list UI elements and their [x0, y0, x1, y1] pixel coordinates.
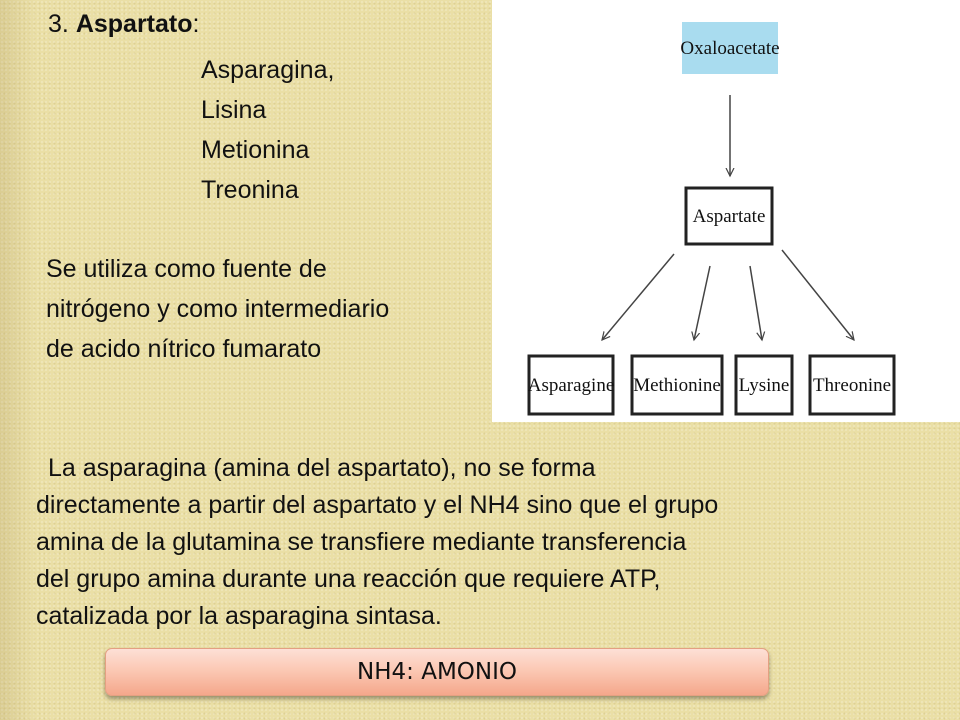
arrow-to-lysine	[749, 265, 762, 340]
methionine-label: Methionine	[633, 375, 721, 396]
oxaloacetate-node	[682, 22, 778, 74]
nh4-callout-label: NH4: AMONIO	[357, 659, 517, 685]
lysine-node	[734, 354, 794, 416]
arrow-to-methionine	[694, 265, 711, 340]
oxaloacetate-label: Oxaloacetate	[680, 38, 779, 59]
nh4-callout-box: NH4: AMONIO	[105, 648, 769, 696]
slide-heading: 3. Aspartato:	[48, 10, 199, 39]
amino-acid-list: Asparagina, Lisina Metionina Treonina	[201, 50, 334, 210]
pathway-diagram: Oxaloacetate Aspartate Asparagine Methio…	[527, 22, 896, 416]
heading-colon: :	[192, 10, 200, 38]
asparagine-paragraph: La asparagina (amina del aspartato), no …	[36, 450, 936, 635]
threonine-label: Threonine	[813, 375, 891, 396]
usage-paragraph: Se utiliza como fuente de nitrógeno y co…	[46, 249, 496, 369]
lysine-label: Lysine	[739, 375, 790, 396]
asparagine-label: Asparagine	[528, 375, 615, 396]
list-item: Treonina	[201, 176, 299, 204]
slide-edge-shade	[0, 0, 36, 720]
heading-title: Aspartato	[75, 10, 193, 38]
text-line: La asparagina (amina del aspartato), no …	[48, 454, 596, 482]
text-line: catalizada por la asparagina sintasa.	[36, 602, 442, 630]
list-item: Metionina	[201, 136, 310, 164]
text-line: de acido nítrico fumarato	[46, 335, 322, 363]
text-line: amina de la glutamina se transfiere medi…	[36, 528, 687, 556]
methionine-node	[630, 354, 724, 416]
list-item: Lisina	[201, 96, 267, 124]
text-line: nitrógeno y como intermediario	[46, 295, 390, 323]
text-line: directamente a partir del aspartato y el…	[36, 491, 719, 519]
pathway-figure: Oxaloacetate Aspartate Asparagine Methio…	[492, 0, 960, 422]
asparagine-node	[527, 354, 615, 416]
list-item: Asparagina,	[201, 56, 335, 84]
text-line: Se utiliza como fuente de	[46, 255, 327, 283]
arrow-to-asparagine	[602, 253, 675, 340]
aspartate-node	[684, 186, 774, 246]
heading-number: 3.	[48, 10, 69, 38]
arrow-to-threonine	[781, 249, 854, 340]
threonine-node	[808, 354, 896, 416]
text-line: del grupo amina durante una reacción que…	[36, 565, 661, 593]
aspartate-label: Aspartate	[693, 206, 766, 227]
